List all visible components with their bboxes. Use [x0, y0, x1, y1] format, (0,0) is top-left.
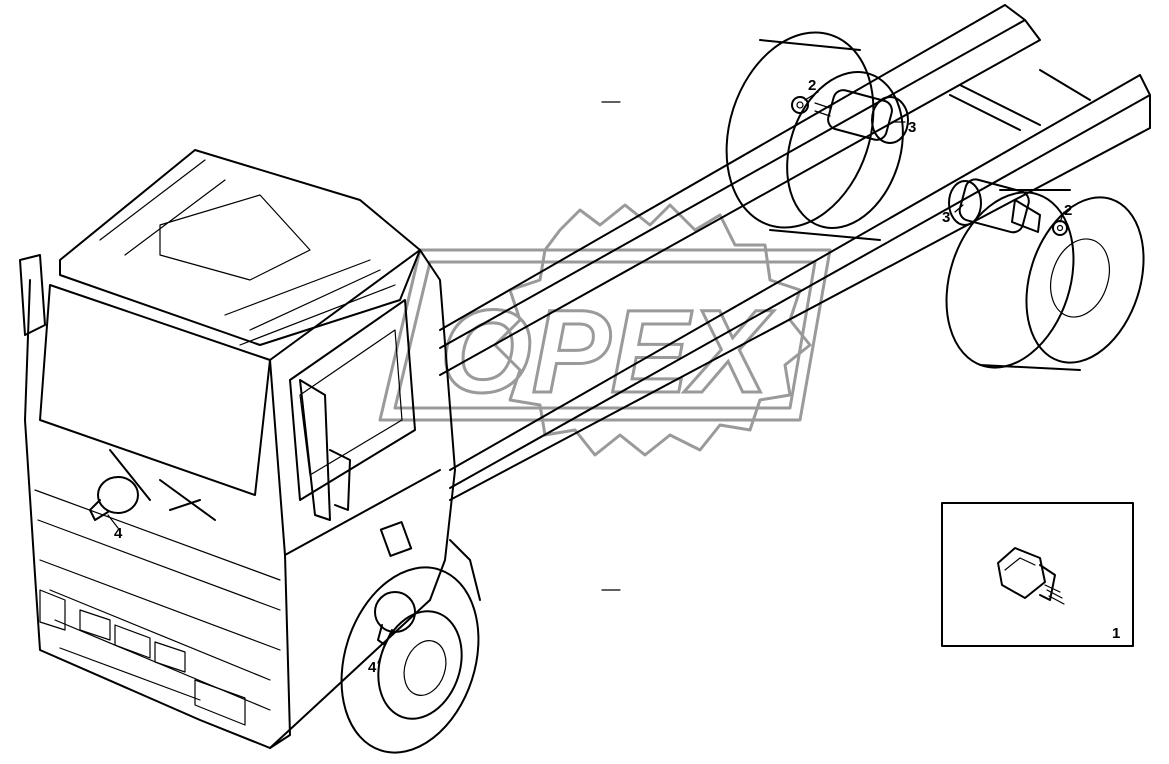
callout-3-upper: 3: [908, 119, 916, 136]
abs-sensor-detail: [997, 547, 1065, 605]
brake-chamber-upper: [791, 89, 909, 144]
inset-label: 1: [1112, 625, 1120, 642]
sensor-nut-upper: [791, 96, 809, 114]
cab-windshield: [39, 284, 271, 496]
callouts: 2 3 3 2 4 4: [114, 77, 1072, 676]
truck-cab: [19, 149, 456, 749]
inset-frame: [941, 502, 1134, 647]
cab-mirror: [299, 379, 351, 521]
cab-grille: [34, 489, 281, 711]
watermark-frame: [378, 248, 832, 422]
watermark-text: OPEX: [440, 286, 774, 418]
watermark: OPEX: [378, 203, 832, 457]
watermark-frame-inner: [393, 260, 817, 410]
leader-lines: [107, 91, 1065, 664]
chassis-frame: [439, 4, 1151, 501]
front-brake-chamber-left: [89, 476, 139, 521]
brake-chamber-lower: [948, 178, 1068, 236]
cab-wipers: [109, 449, 216, 521]
frame-rail-lower: [449, 74, 1151, 501]
callout-2-upper: 2: [808, 77, 816, 94]
cab-door-window: [289, 299, 416, 501]
callout-3-lower: 3: [942, 209, 950, 226]
callout-2-lower: 2: [1064, 202, 1072, 219]
cab-roof: [59, 149, 421, 346]
rear-wheel-upper: [725, 31, 904, 241]
callout-4-right: 4: [368, 659, 377, 676]
cab-headlights: [39, 589, 246, 726]
rear-wheel-lower: [945, 189, 1145, 371]
front-wheel: [340, 539, 481, 754]
watermark-gear: [493, 203, 812, 457]
sensor-nut-lower: [1052, 220, 1068, 236]
front-brake-chamber-right: [374, 591, 416, 646]
inset-box: 1: [941, 502, 1134, 647]
callout-4-left: 4: [114, 525, 123, 542]
cab-front: [24, 279, 291, 749]
cab-door-handle: [379, 521, 413, 557]
frame-cross-member: [949, 69, 1091, 131]
cab-side: [419, 249, 456, 601]
